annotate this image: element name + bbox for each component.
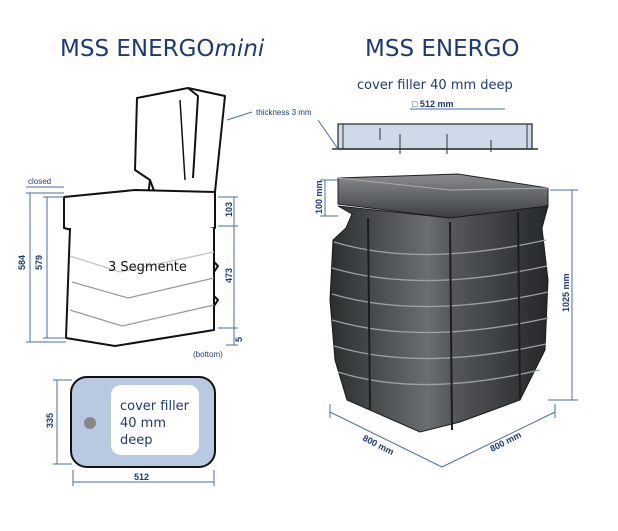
closed-label: closed bbox=[28, 177, 51, 186]
segments-label: 3 Segmente bbox=[108, 260, 187, 275]
cover-dim-335: 335 bbox=[45, 413, 55, 428]
mini-title-main: MSS ENERGO bbox=[60, 36, 215, 62]
dim-100mm: 100 mm bbox=[314, 180, 324, 214]
cover-dimension-lines bbox=[53, 379, 215, 486]
dim-800mm-left: 800 mm bbox=[361, 433, 395, 457]
segment-lines bbox=[69, 251, 215, 327]
energo-cover-profile bbox=[317, 108, 538, 154]
dim-512mm: □ 512 mm bbox=[412, 99, 453, 109]
cover-knob bbox=[84, 417, 96, 429]
dim-584: 584 bbox=[17, 255, 27, 270]
mini-cover-inner bbox=[111, 385, 199, 455]
dim-1025mm: 1025 mm bbox=[561, 273, 571, 312]
thickness-label: thickness 3 mm bbox=[256, 108, 312, 117]
dim-473: 473 bbox=[224, 268, 234, 283]
cover-filler-text: cover filler 40 mm deep bbox=[120, 398, 189, 449]
cover-filler-line2: 40 mm bbox=[120, 416, 167, 431]
mini-title: MSS ENERGOmini bbox=[60, 36, 264, 62]
dim-579: 579 bbox=[34, 255, 44, 270]
bottom-label: (bottom) bbox=[193, 350, 223, 359]
dim-800mm-right: 800 mm bbox=[488, 430, 522, 454]
energo-title: MSS ENERGO bbox=[365, 36, 520, 62]
cover-filler-line3: deep bbox=[120, 433, 153, 448]
energo-dimension-lines bbox=[320, 179, 578, 468]
mini-dimension-lines bbox=[26, 192, 238, 346]
dim-103: 103 bbox=[224, 202, 234, 217]
mini-sketch bbox=[63, 87, 226, 347]
cover-caption: cover filler 40 mm deep bbox=[357, 78, 513, 93]
cover-dim-512: 512 bbox=[134, 472, 149, 482]
mini-title-italic: mini bbox=[214, 36, 265, 62]
dim-5: 5 bbox=[234, 337, 244, 342]
cover-filler-line1: cover filler bbox=[120, 399, 190, 414]
thickness-leader bbox=[226, 111, 253, 121]
energo-tank bbox=[329, 173, 549, 433]
